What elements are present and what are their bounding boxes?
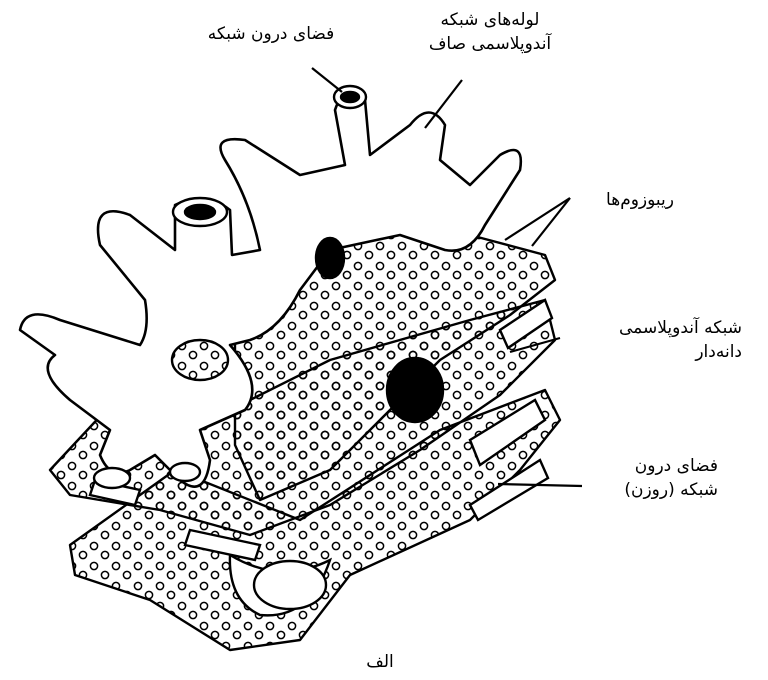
leader-line-ribosomes-1 xyxy=(505,198,570,240)
label-smooth-er-line2: آندوپلاسمی صاف xyxy=(410,32,570,56)
label-smooth-er: لوله‌های شبکه آندوپلاسمی صاف xyxy=(410,8,570,56)
label-rough-er: شبکه آندوپلاسمی دانه‌دار xyxy=(552,316,742,364)
lumen-opening xyxy=(254,561,326,609)
figure-caption-text: الف xyxy=(360,650,400,674)
lumen-opening xyxy=(94,468,130,488)
label-cisterna: فضای درون شبکه (روزن) xyxy=(588,454,718,502)
label-cisterna-line2: شبکه (روزن) xyxy=(588,478,718,502)
label-er-lumen-text: فضای درون شبکه xyxy=(196,22,346,46)
label-rough-er-line2: دانه‌دار xyxy=(552,340,742,364)
lumen-opening xyxy=(316,238,344,278)
lumen-opening xyxy=(172,340,228,380)
lumen-opening xyxy=(341,92,359,102)
label-ribosomes-text: ریبوزوم‌ها xyxy=(566,188,674,212)
label-ribosomes: ریبوزوم‌ها xyxy=(566,188,674,212)
leader-line-ribosomes-2 xyxy=(532,198,570,246)
label-smooth-er-line1: لوله‌های شبکه xyxy=(410,8,570,32)
label-er-lumen: فضای درون شبکه xyxy=(196,22,346,46)
leader-line-er-lumen xyxy=(312,68,342,92)
lumen-opening xyxy=(387,358,443,422)
label-rough-er-line1: شبکه آندوپلاسمی xyxy=(552,316,742,340)
figure-caption: الف xyxy=(360,650,400,674)
label-cisterna-line1: فضای درون xyxy=(588,454,718,478)
lumen-opening xyxy=(170,463,200,481)
lumen-opening xyxy=(185,205,215,219)
